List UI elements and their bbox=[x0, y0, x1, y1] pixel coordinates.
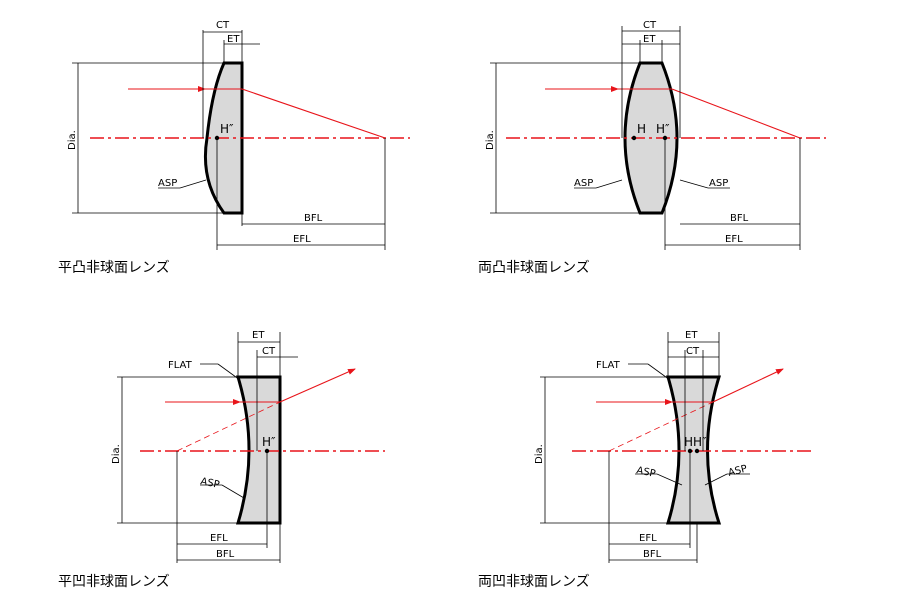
principal-point-rear bbox=[662, 135, 668, 141]
plano-concave-lens bbox=[235, 375, 282, 525]
principal-point-label: H″ bbox=[220, 122, 234, 136]
flat-label: FLAT bbox=[168, 360, 193, 371]
asp-left-leader bbox=[595, 179, 623, 189]
principal-point-rear-label: H″ bbox=[656, 122, 670, 136]
refracted-ray bbox=[241, 88, 386, 139]
double-convex-diagram: H H″ CT ET Dia. ASP ASP BFL EFL 両凸非球面レンズ bbox=[478, 20, 826, 276]
bfl-label: BFL bbox=[643, 549, 662, 560]
efl-label: EFL bbox=[725, 234, 743, 245]
et-label: ET bbox=[685, 330, 698, 341]
plano-convex-diagram: H″ CT ET Dia. ASP BFL EFL 平凸非球面レンズ bbox=[58, 20, 410, 276]
asp-right-leader bbox=[704, 473, 728, 486]
asp-right-label: ASP bbox=[709, 178, 728, 189]
ct-label: CT bbox=[643, 20, 657, 31]
dia-label: Dia. bbox=[111, 444, 122, 464]
principal-points-label: HH″ bbox=[684, 435, 707, 449]
asp-label: ASP bbox=[158, 178, 177, 189]
diverging-ray bbox=[712, 368, 784, 403]
principal-point-rear bbox=[694, 448, 700, 454]
double-concave-lens bbox=[665, 375, 722, 525]
double-concave-diagram: HH″ ET CT FLAT Dia. ASP ASP EFL BFL 両凹非 bbox=[478, 330, 815, 590]
principal-point bbox=[264, 448, 270, 454]
asp-leader bbox=[179, 179, 207, 189]
efl-label: EFL bbox=[293, 234, 311, 245]
principal-point-front-label: H bbox=[637, 122, 646, 136]
principal-point-label: H″ bbox=[262, 435, 276, 449]
asp-left-label: ASP bbox=[574, 178, 593, 189]
ct-label: CT bbox=[686, 346, 700, 357]
plano-concave-caption: 平凹非球面レンズ bbox=[58, 574, 170, 590]
ct-label: CT bbox=[216, 20, 230, 31]
asp-leader bbox=[221, 484, 245, 499]
flat-leader-diagonal bbox=[217, 363, 241, 381]
double-concave-caption: 両凹非球面レンズ bbox=[478, 574, 590, 590]
et-label: ET bbox=[252, 330, 265, 341]
dia-label: Dia. bbox=[534, 444, 545, 464]
virtual-ray-extension bbox=[608, 401, 714, 452]
diverging-ray bbox=[279, 368, 356, 403]
dia-label: Dia. bbox=[485, 130, 496, 150]
bfl-label: BFL bbox=[730, 213, 749, 224]
refracted-ray bbox=[671, 88, 801, 139]
flat-leader-diagonal bbox=[647, 363, 671, 381]
dia-label: Dia. bbox=[67, 130, 78, 150]
asp-label: ASP bbox=[199, 476, 220, 491]
ct-label: CT bbox=[262, 346, 276, 357]
virtual-ray-extension bbox=[176, 401, 281, 452]
asp-right-leader bbox=[679, 179, 709, 189]
principal-point-front bbox=[687, 448, 693, 454]
asp-left-label: ASP bbox=[635, 465, 656, 480]
bfl-label: BFL bbox=[304, 213, 323, 224]
et-label: ET bbox=[643, 34, 656, 45]
principal-point bbox=[214, 135, 220, 141]
et-label: ET bbox=[227, 34, 240, 45]
plano-concave-diagram: H″ ET CT FLAT Dia. ASP EFL BFL 平凹非球面レンズ bbox=[58, 330, 385, 590]
efl-label: EFL bbox=[210, 533, 228, 544]
plano-convex-caption: 平凸非球面レンズ bbox=[58, 260, 170, 276]
asp-right-label: ASP bbox=[727, 464, 748, 479]
efl-label: EFL bbox=[639, 533, 657, 544]
bfl-label: BFL bbox=[216, 549, 235, 560]
double-convex-caption: 両凸非球面レンズ bbox=[478, 260, 590, 276]
flat-label: FLAT bbox=[596, 360, 621, 371]
principal-point-front bbox=[631, 135, 637, 141]
asp-left-leader bbox=[656, 473, 683, 486]
